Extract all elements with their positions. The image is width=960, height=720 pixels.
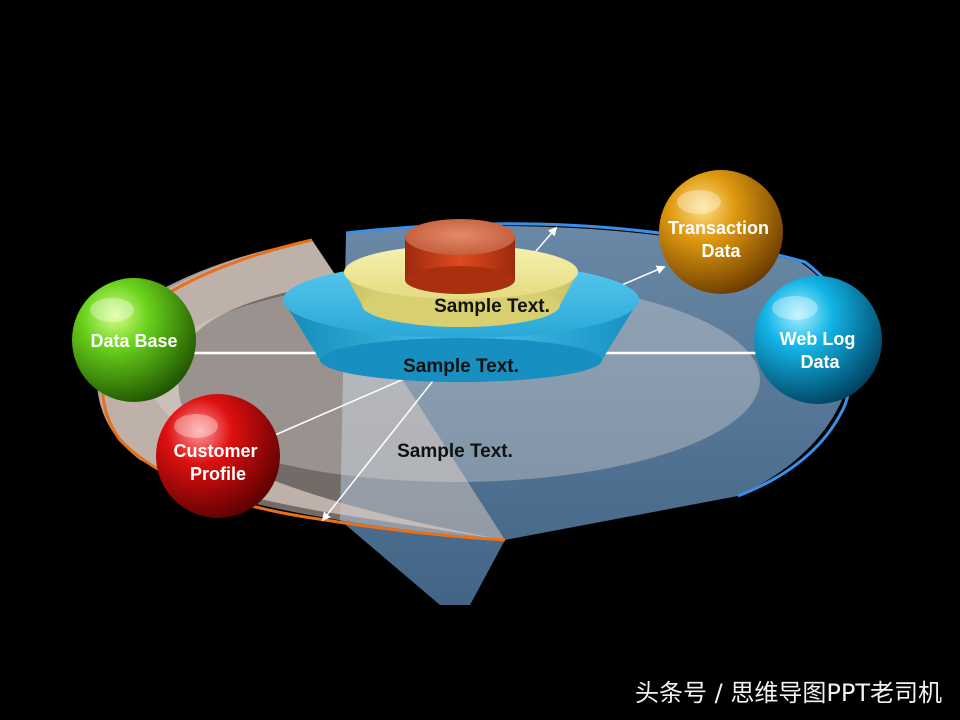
- arrow-bottom: [321, 371, 441, 522]
- sphere-label-line: Web Log: [780, 329, 856, 349]
- svg-text:Web Log Data: Web Log Data: [780, 329, 861, 372]
- upper-layer-label: Sample Text.: [434, 296, 550, 317]
- sphere-label-line: Data: [800, 352, 840, 372]
- sphere-web-log-data: Web Log Data: [754, 276, 882, 404]
- sphere-label-line: Transaction: [668, 218, 769, 238]
- sphere-label-line: Data: [701, 241, 741, 261]
- sphere-transaction-data: Transaction Data: [659, 170, 783, 294]
- arrow-left: [274, 371, 421, 436]
- svg-text:Data Base: Data Base: [90, 331, 177, 351]
- svg-text:Transaction Data: Transaction Data: [668, 218, 774, 261]
- sphere-data-base: Data Base: [72, 278, 196, 402]
- sphere-label-line: Profile: [190, 464, 246, 484]
- watermark: 头条号 / 思维导图PPT老司机: [635, 679, 942, 707]
- sphere-label-line: Customer: [173, 441, 257, 461]
- sphere-customer-profile: Customer Profile: [156, 394, 280, 518]
- middle-layer-label: Sample Text.: [403, 356, 519, 377]
- svg-text:Customer Profile: Customer Profile: [173, 441, 262, 484]
- top-layer: [405, 219, 515, 294]
- bottom-layer-label: Sample Text.: [397, 441, 513, 462]
- sphere-label-line: Data Base: [90, 331, 177, 351]
